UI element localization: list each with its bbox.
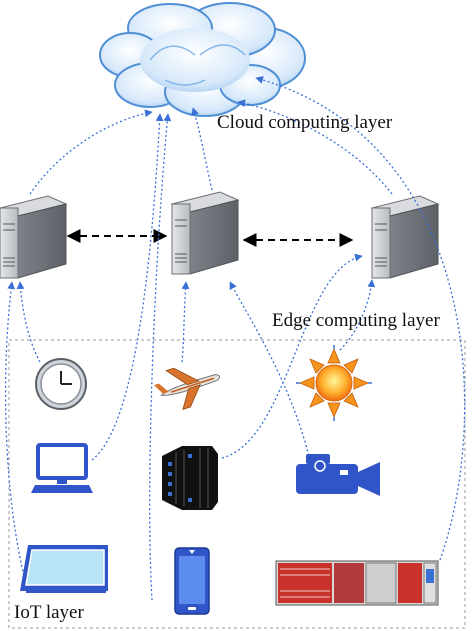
link-tray-to-server <box>4 281 26 581</box>
link-plc-to-cloud <box>255 76 466 561</box>
edge-layer-label: Edge computing layer <box>272 310 440 331</box>
sun-icon <box>296 345 372 421</box>
server-icon <box>370 195 440 279</box>
clock-icon <box>35 358 87 410</box>
cloud-icon <box>99 2 306 117</box>
link-desktop-to-cloud <box>91 113 164 461</box>
iot-layer-box <box>8 339 466 629</box>
engine-icon <box>162 446 218 510</box>
link-sun-to-server <box>339 279 376 351</box>
link-server-left-to-cloud <box>29 109 153 195</box>
link-camera-to-server <box>229 281 311 461</box>
tray-device-icon <box>20 545 108 593</box>
plc-rack-icon <box>275 560 439 606</box>
link-phone-to-cloud <box>149 113 172 601</box>
link-airplane-to-server <box>181 281 190 363</box>
desktop-computer-icon <box>31 443 93 493</box>
link-engine-to-server <box>221 253 363 459</box>
smartphone-icon <box>174 547 210 615</box>
server-icon <box>0 195 68 279</box>
airplane-icon <box>153 367 221 410</box>
link-clock-to-server <box>16 281 41 363</box>
cloud-layer-label: Cloud computing layer <box>217 112 393 133</box>
server-icon <box>170 191 240 275</box>
iot-layer-label: IoT layer <box>14 602 84 623</box>
video-camera-icon <box>296 454 380 496</box>
link-server-mid-to-cloud <box>191 107 213 191</box>
link-server-right-to-cloud <box>237 99 393 195</box>
